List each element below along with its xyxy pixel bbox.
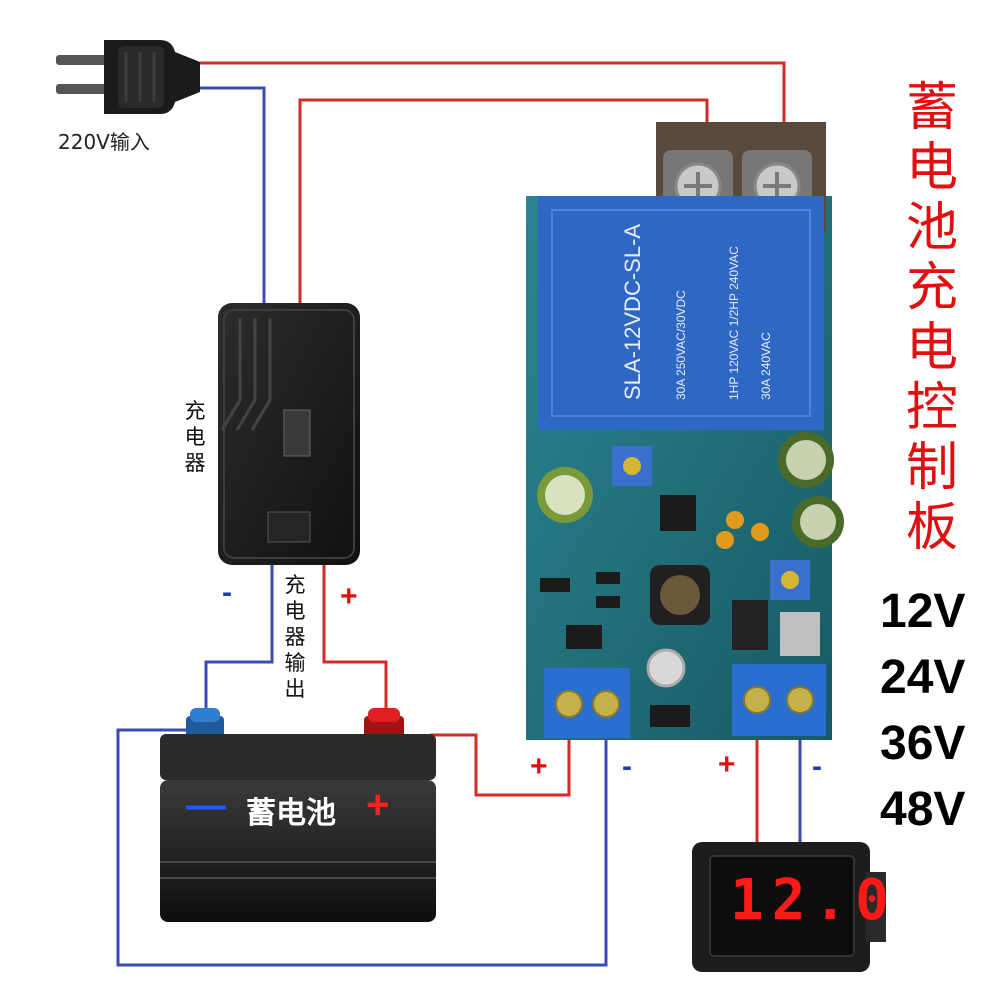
voltage-12v: 12V [880, 585, 966, 638]
ac-neutral-wire [200, 86, 266, 312]
voltmeter [692, 842, 886, 972]
negative-wires [116, 86, 802, 967]
battery [160, 708, 436, 922]
board-input-minus-sign: - [622, 750, 632, 783]
svg-text:30A 240VAC: 30A 240VAC [759, 332, 773, 400]
relay [538, 196, 824, 430]
battery-plus-to-board-wire [430, 704, 571, 797]
voltage-24v: 24V [880, 651, 966, 704]
charger-plus-wire [322, 560, 388, 722]
control-board: SLA-12VDC-SL-A 30A 250VAC/30VDC 1HP 120V… [526, 122, 844, 740]
charger-output-label: 充电器输出 [284, 573, 306, 701]
charger-minus-sign: - [222, 576, 232, 609]
battery-minus-sign: — [186, 783, 226, 827]
svg-text:30A 250VAC/30VDC: 30A 250VAC/30VDC [674, 290, 688, 400]
board-title: 蓄电池充电控制板 [905, 78, 958, 558]
ac-plug [56, 40, 200, 114]
battery-minus-to-board-wire [116, 704, 608, 967]
charger [218, 303, 360, 565]
battery-label: 蓄电池 [246, 796, 336, 831]
svg-text:SLA-12VDC-SL-A: SLA-12VDC-SL-A [620, 224, 645, 400]
voltmeter-reading: 12.0 [730, 868, 897, 933]
board-output-plus-sign: + [718, 748, 736, 781]
voltage-36v: 36V [880, 717, 966, 770]
charger-plus-sign: + [340, 580, 358, 613]
board-input-plus-sign: + [530, 750, 548, 783]
charger-label: 充电器 [184, 399, 206, 475]
plug-label: 220V输入 [58, 130, 150, 154]
board-output-minus-sign: - [812, 750, 822, 783]
voltage-48v: 48V [880, 783, 966, 836]
battery-plus-sign: + [366, 783, 390, 827]
svg-text:1HP 120VAC 1/2HP 240VAC: 1HP 120VAC 1/2HP 240VAC [727, 246, 741, 400]
charger-minus-wire [204, 560, 274, 722]
